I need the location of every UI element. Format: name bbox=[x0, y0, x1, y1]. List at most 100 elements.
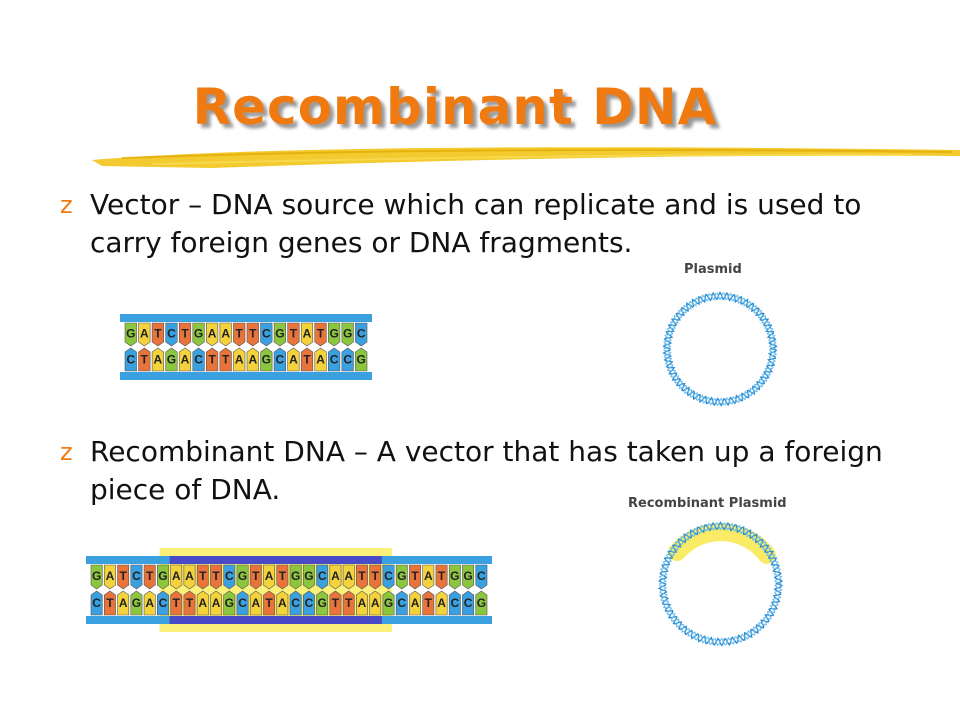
base-letter: T bbox=[106, 596, 114, 610]
base-letter: T bbox=[372, 569, 380, 583]
base-top-A bbox=[329, 564, 342, 590]
base-bottom-A bbox=[178, 347, 192, 372]
base-letter: A bbox=[289, 353, 298, 367]
base-top-G bbox=[341, 322, 354, 347]
plasmid-diagram bbox=[662, 291, 778, 407]
base-letter: A bbox=[235, 353, 244, 367]
base-bottom-A bbox=[151, 347, 164, 372]
base-top-G bbox=[448, 564, 461, 590]
base-bottom-A bbox=[276, 590, 289, 616]
base-letter: G bbox=[275, 327, 284, 341]
base-top-G bbox=[192, 322, 205, 347]
base-bottom-T bbox=[329, 590, 342, 616]
base-letter: A bbox=[208, 327, 217, 341]
base-letter: G bbox=[92, 569, 101, 583]
base-letter: C bbox=[397, 596, 406, 610]
base-bottom-C bbox=[289, 590, 302, 616]
base-letter: G bbox=[126, 327, 135, 341]
base-letter: G bbox=[225, 596, 234, 610]
base-letter: A bbox=[278, 596, 287, 610]
base-top-T bbox=[151, 322, 164, 347]
base-letter: G bbox=[158, 569, 167, 583]
base-top-C bbox=[260, 322, 273, 347]
base-letter: C bbox=[384, 569, 393, 583]
base-letter: G bbox=[291, 569, 300, 583]
base-top-G bbox=[124, 322, 137, 347]
base-bottom-C bbox=[302, 590, 315, 616]
base-top-A bbox=[422, 564, 435, 590]
base-bottom-T bbox=[206, 347, 219, 372]
base-top-T bbox=[178, 322, 192, 347]
base-bottom-A bbox=[369, 590, 382, 616]
base-letter: T bbox=[332, 596, 340, 610]
base-top-A bbox=[170, 564, 183, 590]
z-bullet-icon: z bbox=[60, 191, 73, 219]
base-top-T bbox=[117, 564, 130, 590]
base-letter: T bbox=[222, 353, 230, 367]
base-bottom-T bbox=[170, 590, 183, 616]
base-letter: T bbox=[208, 353, 216, 367]
plasmid-ring bbox=[662, 291, 778, 407]
recombinant-dna-strand: GCATTACGTAGCATATTATACGGCTAATTAGCGCCGATAT… bbox=[86, 548, 492, 632]
bullet-vector: z Vector – DNA source which can replicat… bbox=[60, 186, 890, 262]
base-letter: A bbox=[145, 596, 154, 610]
base-letter: A bbox=[248, 353, 257, 367]
base-letter: T bbox=[146, 569, 154, 583]
plasmid-label: Plasmid bbox=[684, 262, 742, 277]
base-letter: A bbox=[106, 569, 115, 583]
base-bottom-T bbox=[103, 590, 116, 616]
base-top-A bbox=[263, 564, 276, 590]
backbone-top bbox=[120, 314, 372, 322]
slide-title: Recombinant DNA bbox=[192, 78, 718, 136]
z-bullet-icon: z bbox=[60, 438, 73, 466]
base-letter: G bbox=[343, 327, 352, 341]
base-bottom-C bbox=[448, 590, 461, 616]
base-bottom-C bbox=[90, 590, 103, 616]
base-letter: A bbox=[251, 596, 260, 610]
base-letter: G bbox=[238, 569, 247, 583]
base-letter: C bbox=[464, 596, 473, 610]
base-bottom-A bbox=[287, 347, 300, 372]
base-bottom-C bbox=[236, 590, 249, 616]
base-top-G bbox=[236, 564, 249, 590]
base-letter: T bbox=[345, 596, 353, 610]
base-top-A bbox=[219, 322, 232, 347]
base-letter: A bbox=[181, 353, 190, 367]
base-letter: C bbox=[318, 569, 327, 583]
base-bottom-C bbox=[341, 347, 354, 372]
base-top-C bbox=[316, 564, 329, 590]
base-letter: G bbox=[132, 596, 141, 610]
base-letter: C bbox=[225, 569, 234, 583]
base-letter: C bbox=[450, 596, 459, 610]
bullet-text: Recombinant DNA – A vector that has take… bbox=[90, 435, 883, 506]
base-letter: C bbox=[238, 596, 247, 610]
base-letter: A bbox=[198, 596, 207, 610]
base-bottom-T bbox=[263, 590, 276, 616]
base-letter: G bbox=[450, 569, 459, 583]
base-bottom-C bbox=[462, 590, 475, 616]
base-letter: A bbox=[303, 327, 312, 341]
base-bottom-C bbox=[192, 347, 205, 372]
base-letter: A bbox=[154, 353, 163, 367]
base-top-T bbox=[314, 322, 327, 347]
base-letter: G bbox=[304, 569, 313, 583]
base-bottom-A bbox=[409, 590, 421, 616]
base-bottom-A bbox=[435, 590, 448, 616]
base-letter: G bbox=[317, 596, 326, 610]
title-underline-brushstroke bbox=[92, 147, 960, 168]
base-letter: A bbox=[437, 596, 446, 610]
base-top-T bbox=[196, 564, 209, 590]
base-bottom-A bbox=[233, 347, 246, 372]
base-top-A bbox=[138, 322, 151, 347]
base-letter: T bbox=[212, 569, 220, 583]
base-letter: A bbox=[140, 327, 149, 341]
base-bottom-A bbox=[356, 590, 368, 616]
base-bottom-G bbox=[165, 347, 178, 372]
base-letter: C bbox=[92, 596, 101, 610]
base-letter: G bbox=[463, 569, 472, 583]
base-letter: C bbox=[276, 353, 285, 367]
base-letter: T bbox=[438, 569, 446, 583]
base-letter: A bbox=[185, 569, 194, 583]
base-bottom-G bbox=[475, 590, 488, 616]
